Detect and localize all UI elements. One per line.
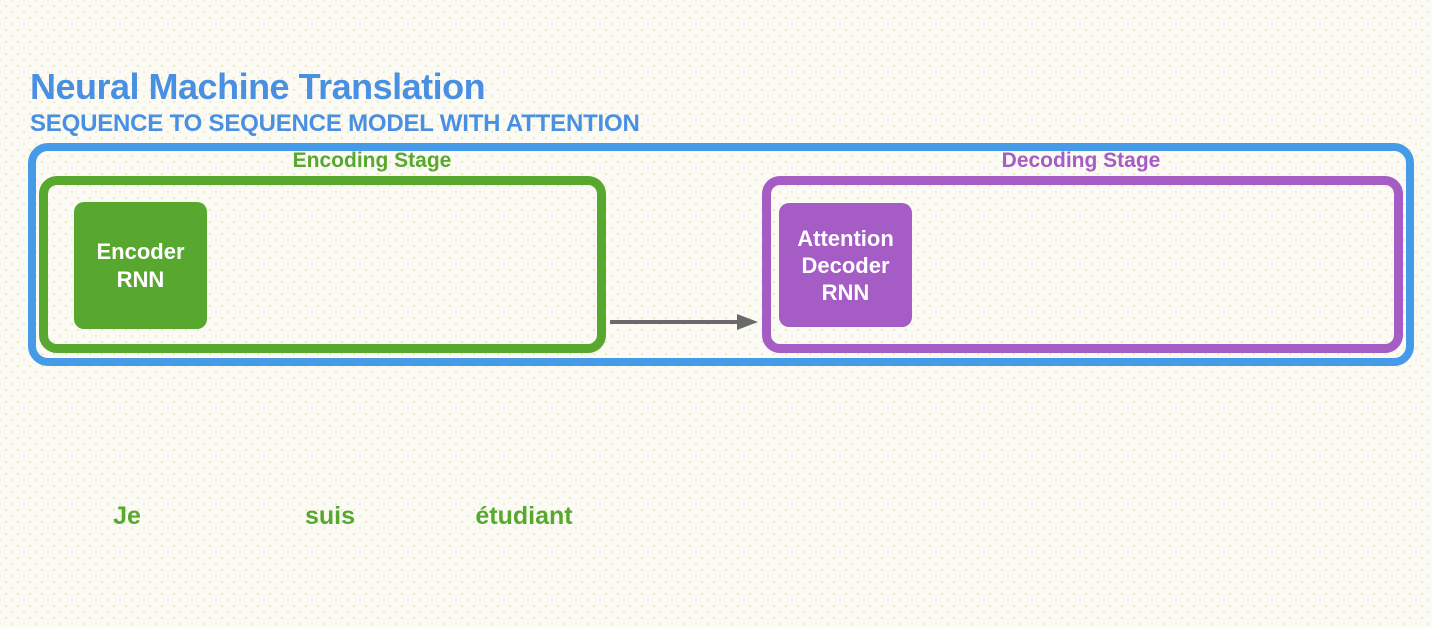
- seq2seq-model-frame: [28, 143, 1414, 366]
- input-word: Je: [113, 502, 141, 530]
- input-word: suis: [304, 502, 356, 530]
- attention-decoder-rnn-label-line: RNN: [821, 279, 870, 305]
- encoder-to-decoder-arrow-icon: [610, 314, 758, 330]
- page-subtitle: SEQUENCE TO SEQUENCE MODEL WITH ATTENTIO…: [30, 110, 640, 137]
- decoding-stage-label: Decoding Stage: [1001, 149, 1161, 172]
- attention-decoder-rnn-label-line: Attention: [797, 225, 894, 251]
- encoding-stage-panel: [39, 176, 606, 353]
- decoding-stage-panel: [762, 176, 1403, 353]
- attention-decoder-rnn-box: Attention Decoder RNN: [779, 203, 912, 327]
- page-title: Neural Machine Translation: [30, 66, 486, 107]
- encoder-rnn-box: Encoder RNN: [74, 202, 207, 329]
- attention-decoder-rnn-label-line: Decoder: [801, 252, 890, 278]
- encoder-rnn-label-line: RNN: [116, 266, 165, 292]
- encoder-rnn-label-line: Encoder: [96, 238, 185, 264]
- encoding-stage-label: Encoding Stage: [292, 149, 452, 172]
- input-word: étudiant: [475, 502, 573, 530]
